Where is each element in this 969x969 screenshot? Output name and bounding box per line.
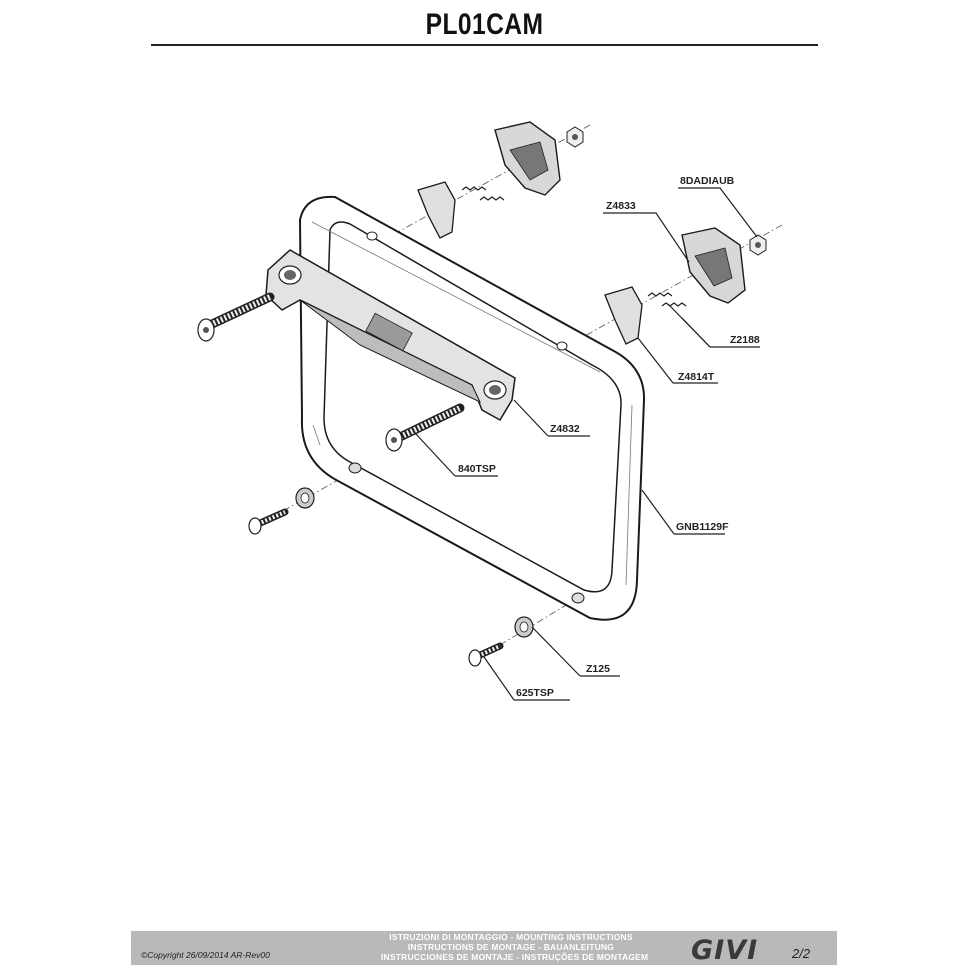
label-z4832: Z4832 xyxy=(550,423,580,435)
givi-logo: GIVI xyxy=(691,935,759,966)
screw-840tsp-lower xyxy=(385,403,465,452)
spacer-z125-right xyxy=(514,616,534,638)
mounting-instructions-heading: ISTRUZIONI DI MONTAGGIO - MOUNTING INSTR… xyxy=(381,932,649,962)
label-z2188: Z2188 xyxy=(730,334,760,346)
screw-625tsp-right xyxy=(468,642,504,667)
copyright-notice: ©Copyright 26/09/2014 AR-Rev00 xyxy=(141,950,270,960)
right-hook-assembly xyxy=(604,227,767,345)
label-840tsp: 840TSP xyxy=(458,463,496,475)
instructions-line: ISTRUZIONI DI MONTAGGIO - MOUNTING INSTR… xyxy=(389,932,633,942)
label-625tsp: 625TSP xyxy=(516,687,554,699)
footer-bar: ©Copyright 26/09/2014 AR-Rev00 ISTRUZION… xyxy=(131,931,837,966)
label-z4833: Z4833 xyxy=(606,200,636,212)
label-8dadiaub: 8DADIAUB xyxy=(680,175,735,187)
screws-and-spacers xyxy=(197,292,534,667)
page-title: PL01CAM xyxy=(425,8,544,41)
screw-625tsp-left xyxy=(248,508,289,535)
title-underline xyxy=(151,44,818,46)
label-z125: Z125 xyxy=(586,663,610,675)
instructions-line: INSTRUCTIONS DE MONTAGE - BAUANLEITUNG xyxy=(407,942,615,952)
label-z4814t: Z4814T xyxy=(678,371,715,383)
screw-840tsp-upper xyxy=(197,292,275,342)
spacer-z125-left xyxy=(295,487,315,509)
instructions-line: INSTRUCCIONES DE MONTAJE - INSTRUÇÕES DE… xyxy=(381,952,649,962)
page-number: 2/2 xyxy=(792,946,811,961)
leader-lines xyxy=(414,187,760,701)
part-labels: 8DADIAUB Z4833 Z2188 Z4814T Z4832 840TSP… xyxy=(458,175,760,699)
bracket-bar xyxy=(265,249,516,422)
tubular-frame xyxy=(298,195,646,621)
label-gnb1129f: GNB1129F xyxy=(676,521,729,533)
upper-hook-assembly xyxy=(417,121,584,239)
